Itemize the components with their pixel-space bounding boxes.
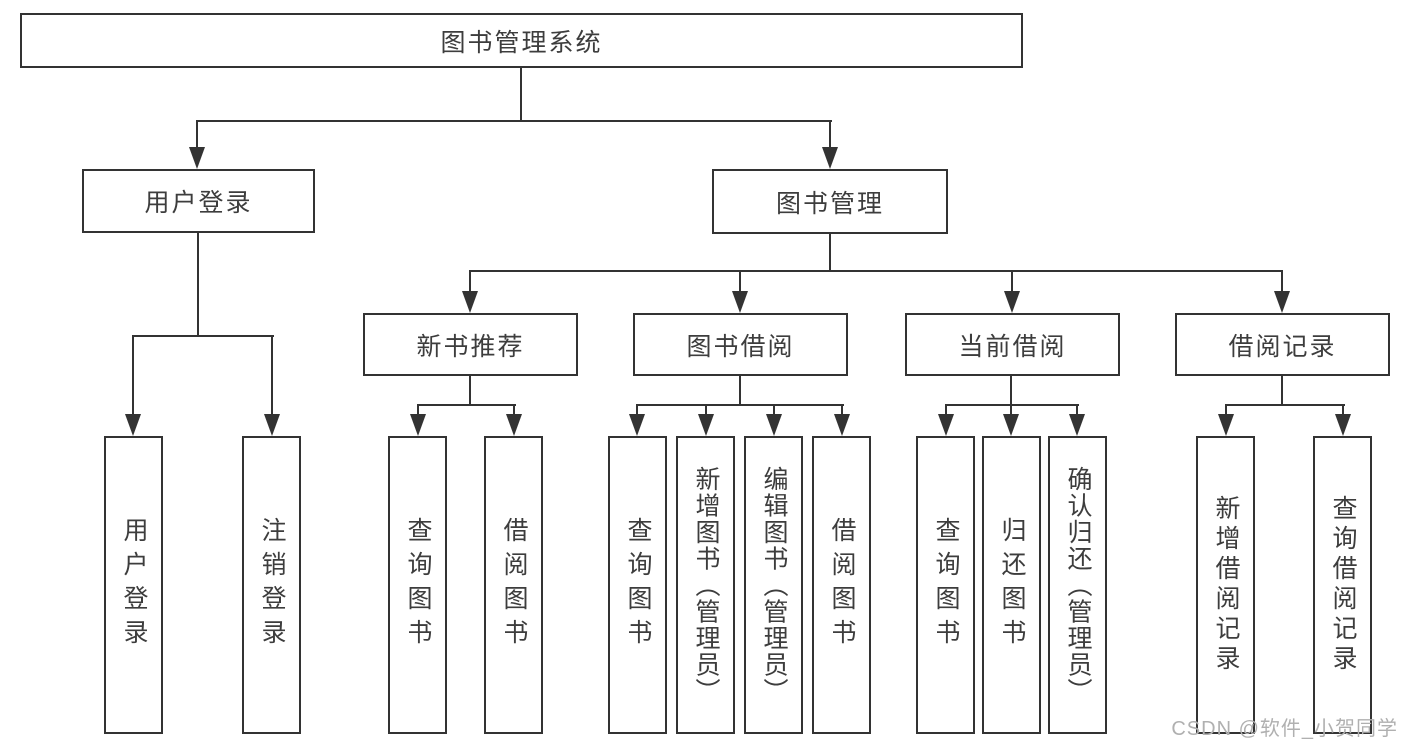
node-user-login: 用户登录 [82, 169, 315, 233]
leaf-borrow-books-borrowing: 借阅图书 [812, 436, 871, 734]
leaf-return-books: 归还图书 [982, 436, 1041, 734]
node-borrowing-records: 借阅记录 [1175, 313, 1390, 376]
connector-new-book-recommend-stub [469, 376, 471, 406]
connector-current-borrowing-stub [1010, 376, 1012, 406]
leaf-confirm-return-admin: 确认归还（管理员） [1048, 436, 1107, 734]
leaf-query-borrow-record: 查询借阅记录 [1313, 436, 1372, 734]
leaf-add-book-admin-label: 新增图书（管理员） [692, 465, 720, 705]
leaf-borrow-books-recommend: 借阅图书 [484, 436, 543, 734]
node-new-book-recommend-label: 新书推荐 [416, 332, 525, 361]
node-current-borrowing: 当前借阅 [905, 313, 1120, 376]
node-book-borrowing-label: 图书借阅 [686, 332, 795, 361]
leaf-query-books-borrowing-label: 查询图书 [624, 517, 652, 653]
csdn-watermark: CSDN @软件_小贺同学 [1171, 718, 1398, 740]
leaf-return-books-label: 归还图书 [998, 517, 1026, 653]
leaf-borrow-books-borrowing-label: 借阅图书 [828, 517, 856, 653]
node-library-management-system-label: 图书管理系统 [440, 28, 603, 57]
leaf-add-borrow-record: 新增借阅记录 [1196, 436, 1255, 734]
connector-book-borrowing-branch-line [636, 404, 844, 406]
leaf-edit-book-admin-label: 编辑图书（管理员） [760, 465, 788, 705]
leaf-query-books-current: 查询图书 [916, 436, 975, 734]
leaf-query-borrow-record-label: 查询借阅记录 [1329, 495, 1357, 675]
leaf-add-borrow-record-label: 新增借阅记录 [1212, 495, 1240, 675]
leaf-user-login-label: 用户登录 [120, 517, 148, 653]
connector-borrowing-records-stub [1281, 376, 1283, 406]
leaf-borrow-books-recommend-label: 借阅图书 [500, 517, 528, 653]
leaf-add-book-admin: 新增图书（管理员） [676, 436, 735, 734]
connector-root-stub [520, 68, 522, 122]
connector-user-login-stub [197, 233, 199, 337]
leaf-query-books-recommend-label: 查询图书 [404, 517, 432, 653]
connector-book-borrowing-stub [739, 376, 741, 406]
leaf-logout: 注销登录 [242, 436, 301, 734]
connector-user-login-branch-line [132, 335, 274, 337]
leaf-confirm-return-admin-label: 确认归还（管理员） [1064, 465, 1092, 705]
connector-book-management-stub [829, 234, 831, 272]
node-borrowing-records-label: 借阅记录 [1228, 332, 1337, 361]
node-current-borrowing-label: 当前借阅 [958, 332, 1067, 361]
leaf-query-books-recommend: 查询图书 [388, 436, 447, 734]
connector-root-branch-line [196, 120, 832, 122]
node-book-management-label: 图书管理 [775, 189, 884, 218]
connector-current-borrowing-branch-line [945, 404, 1079, 406]
connector-borrowing-records-branch-line [1225, 404, 1345, 406]
node-book-management: 图书管理 [712, 169, 948, 234]
leaf-query-books-borrowing: 查询图书 [608, 436, 667, 734]
node-library-management-system: 图书管理系统 [20, 13, 1023, 68]
leaf-user-login: 用户登录 [104, 436, 163, 734]
leaf-edit-book-admin: 编辑图书（管理员） [744, 436, 803, 734]
connector-new-book-recommend-branch-line [417, 404, 516, 406]
node-user-login-label: 用户登录 [144, 189, 253, 217]
leaf-query-books-current-label: 查询图书 [932, 517, 960, 653]
connector-book-management-branch-line [469, 270, 1283, 272]
node-book-borrowing: 图书借阅 [633, 313, 848, 376]
node-new-book-recommend: 新书推荐 [363, 313, 578, 376]
leaf-logout-label: 注销登录 [258, 517, 286, 653]
